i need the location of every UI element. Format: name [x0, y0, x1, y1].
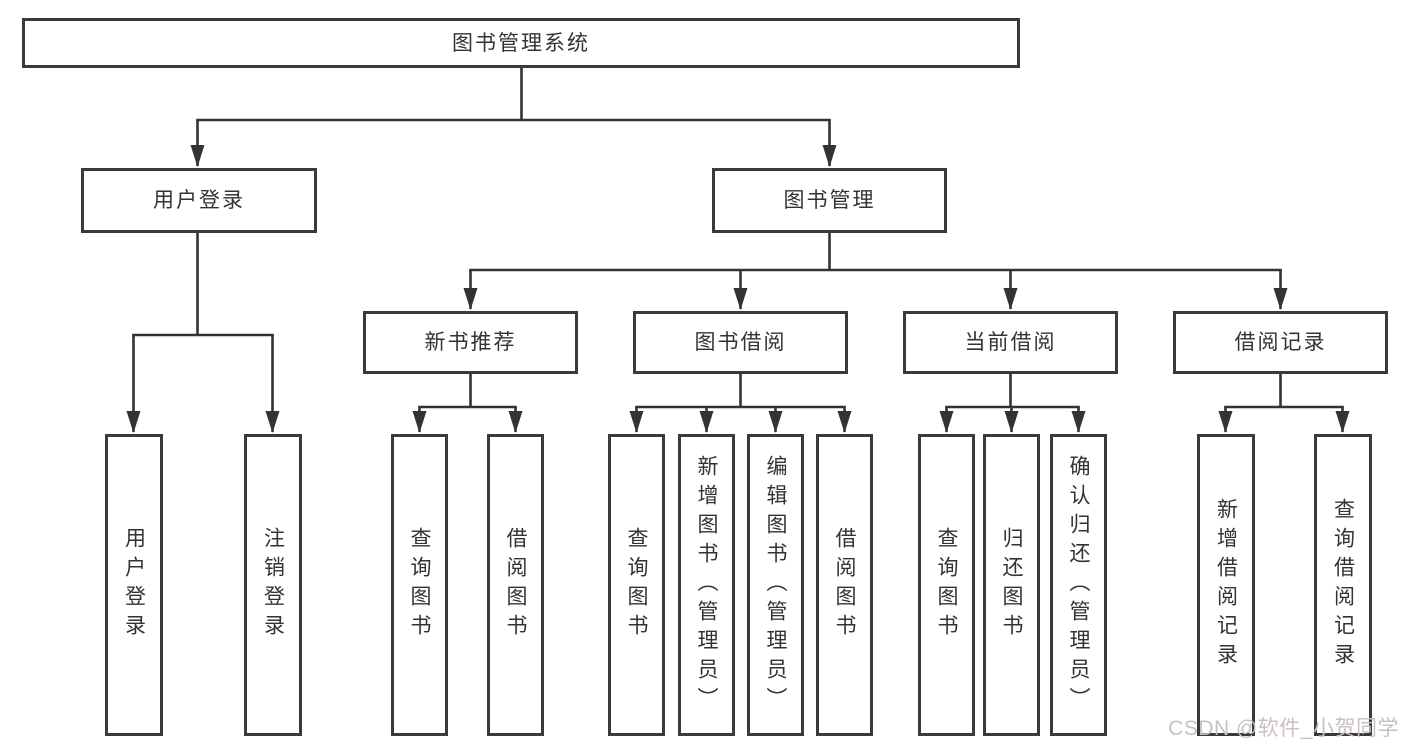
- watermark: CSDN @软件_小贺同学: [1168, 717, 1399, 740]
- leaf-borrowing-query-books: 查询图书: [608, 434, 665, 736]
- node-label: 借阅记录: [1234, 331, 1327, 354]
- leaf-current-return-books: 归还图书: [983, 434, 1040, 736]
- leaf-records-add-record: 新增借阅记录: [1197, 434, 1255, 736]
- connector-borrowing-split: [635, 373, 846, 409]
- node-label: 借阅图书: [833, 527, 856, 643]
- node-label: 图书管理: [783, 189, 876, 212]
- connector-user-login-split: [132, 232, 274, 337]
- node-label: 用户登录: [122, 527, 146, 643]
- node-label: 新增借阅记录: [1214, 498, 1238, 672]
- leaf-current-confirm-return-admin: 确认归还（管理员）: [1050, 434, 1107, 736]
- node-book-borrowing: 图书借阅: [633, 311, 848, 374]
- node-label: 借阅图书: [504, 527, 527, 643]
- node-label: 归还图书: [1000, 527, 1023, 643]
- node-label: 查询图书: [935, 527, 958, 643]
- leaf-newbook-borrow-books: 借阅图书: [487, 434, 544, 736]
- node-label: 查询图书: [408, 527, 431, 643]
- node-label: 注销登录: [261, 527, 285, 643]
- node-label: 图书管理系统: [452, 31, 590, 55]
- leaf-user-login: 用户登录: [105, 434, 163, 736]
- node-label: 编辑图书（管理员）: [764, 454, 787, 716]
- node-label: 图书借阅: [694, 331, 787, 354]
- leaf-borrowing-add-books-admin: 新增图书（管理员）: [678, 434, 735, 736]
- connector-current-split: [945, 373, 1080, 409]
- leaf-borrowing-borrow-books: 借阅图书: [816, 434, 873, 736]
- connector-root-split: [196, 66, 831, 122]
- leaf-current-query-books: 查询图书: [918, 434, 975, 736]
- node-borrowing-records: 借阅记录: [1173, 311, 1388, 374]
- leaf-newbook-query-books: 查询图书: [391, 434, 448, 736]
- connector-new-book-split: [418, 373, 517, 409]
- connector-records-split: [1224, 373, 1344, 409]
- leaf-logout: 注销登录: [244, 434, 302, 736]
- node-user-login: 用户登录: [81, 168, 317, 233]
- leaf-borrowing-edit-books-admin: 编辑图书（管理员）: [747, 434, 804, 736]
- node-library-system: 图书管理系统: [22, 18, 1020, 68]
- node-label: 查询借阅记录: [1331, 498, 1355, 672]
- connector-book-management-split: [469, 232, 1282, 272]
- node-label: 确认归还（管理员）: [1067, 454, 1090, 716]
- node-label: 新书推荐: [424, 331, 517, 354]
- node-label: 新增图书（管理员）: [695, 454, 718, 716]
- node-label: 用户登录: [153, 189, 245, 212]
- leaf-records-query-record: 查询借阅记录: [1314, 434, 1372, 736]
- node-book-management: 图书管理: [712, 168, 947, 233]
- node-label: 查询图书: [625, 527, 648, 643]
- node-label: 当前借阅: [964, 331, 1057, 354]
- node-new-book-recommend: 新书推荐: [363, 311, 578, 374]
- node-current-borrowing: 当前借阅: [903, 311, 1118, 374]
